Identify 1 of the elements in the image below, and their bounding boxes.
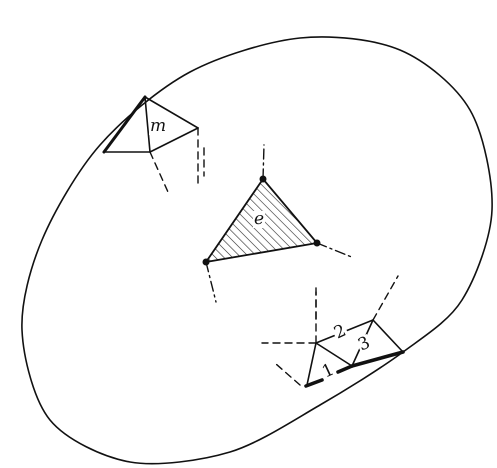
element-label: e [253, 211, 266, 228]
